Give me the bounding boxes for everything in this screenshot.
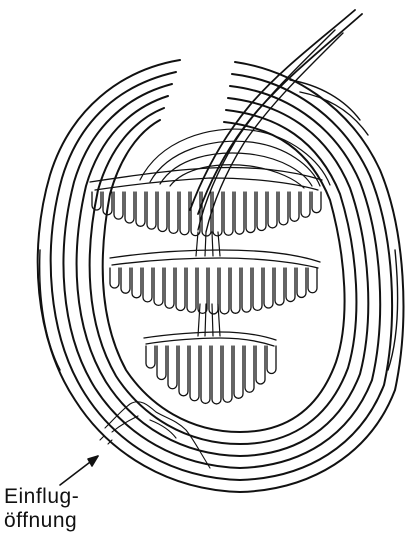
comb-cell	[147, 192, 156, 229]
comb-cell	[132, 268, 141, 298]
comb-cell	[168, 346, 177, 389]
comb-cell	[264, 268, 273, 308]
comb-cell	[114, 192, 123, 219]
comb-cell	[235, 192, 244, 234]
comb-cell	[176, 268, 185, 311]
comb-cell	[165, 268, 174, 308]
entrance-label-line-2: öffnung	[4, 508, 77, 534]
comb-cell	[179, 346, 188, 396]
comb-cell	[223, 346, 232, 402]
comb-cell	[275, 268, 284, 305]
comb-cell	[143, 268, 152, 302]
comb-cell	[212, 346, 221, 404]
comb-cell	[267, 346, 276, 373]
comb-cell	[231, 268, 240, 313]
comb-tier-2	[110, 250, 320, 314]
comb-cell	[209, 268, 218, 314]
comb-cell	[187, 268, 196, 312]
comb-cell	[136, 192, 145, 226]
comb-cell	[286, 268, 295, 302]
comb-cell	[158, 192, 167, 232]
comb-cell	[180, 192, 189, 235]
comb-cell	[110, 268, 119, 288]
comb-tier-3	[144, 332, 276, 404]
suspension-stalk	[190, 10, 362, 232]
comb-cell	[297, 268, 306, 297]
comb-cell	[157, 346, 166, 379]
comb-cell	[257, 192, 266, 230]
comb-cell	[246, 192, 255, 233]
comb-cell	[290, 192, 299, 221]
comb-cell	[190, 346, 199, 401]
comb-cell	[146, 346, 155, 368]
comb-cell	[253, 268, 262, 310]
entrance-label-line-1: Einflug-	[4, 484, 79, 510]
comb-cell	[301, 192, 310, 217]
comb-cell	[154, 268, 163, 305]
comb-cell	[125, 192, 134, 223]
entrance-arrow	[60, 456, 98, 485]
comb-cell	[242, 268, 251, 312]
comb-cell	[121, 268, 130, 293]
comb-cell	[312, 192, 321, 213]
comb-cell	[169, 192, 178, 233]
comb-cell	[268, 192, 277, 228]
comb-cell	[224, 192, 233, 235]
comb-cell	[256, 346, 265, 384]
comb-cell	[234, 346, 243, 398]
comb-cell	[213, 192, 222, 236]
comb-cell	[201, 346, 210, 403]
comb-cell	[279, 192, 288, 225]
comb-cell	[308, 268, 317, 293]
comb-cell	[245, 346, 254, 392]
comb-cell	[220, 268, 229, 314]
